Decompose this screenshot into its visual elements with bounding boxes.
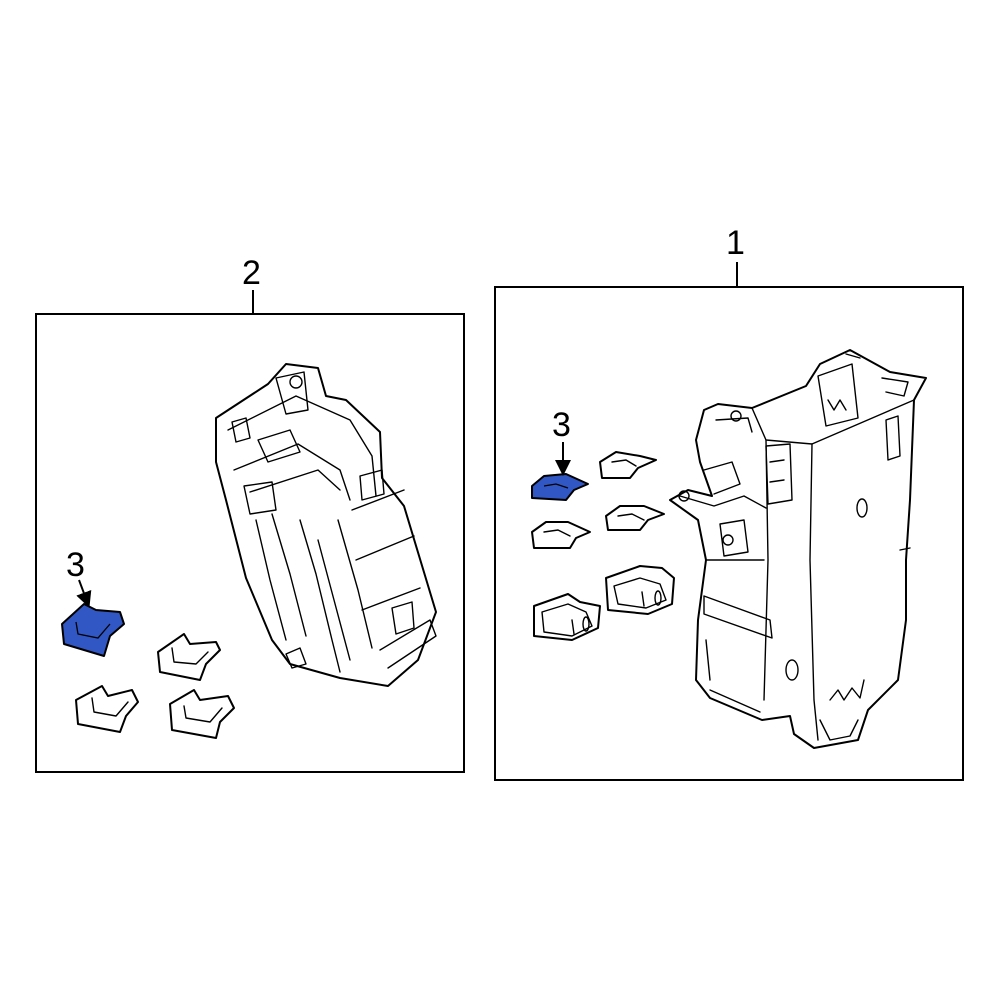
connector-block-a [533, 593, 601, 641]
clip-left-c [169, 689, 235, 739]
clip-right-b [531, 521, 591, 549]
fuse-box-assembly-1 [669, 349, 927, 749]
callout-label-1: 1 [726, 224, 745, 262]
clip-left-b [75, 685, 139, 733]
connector-block-b [605, 565, 675, 615]
part-3-clip-highlighted-right [531, 473, 589, 501]
clip-right-c [605, 505, 665, 531]
part-3-clip-highlighted-left [61, 603, 125, 657]
clip-left-a [157, 633, 221, 681]
callout-leader-3-left [76, 579, 92, 608]
panel-frame-right [494, 286, 964, 781]
panel-assembly-1: 1 [494, 224, 964, 781]
clip-right-a [599, 451, 657, 479]
callout-label-3-left: 3 [66, 546, 85, 584]
callout-label-3-right: 3 [552, 406, 571, 444]
panel-frame-left [35, 313, 465, 773]
callout-label-2: 2 [242, 254, 261, 292]
fuse-box-assembly-2 [215, 363, 437, 687]
panel-assembly-2: 2 [35, 254, 465, 773]
